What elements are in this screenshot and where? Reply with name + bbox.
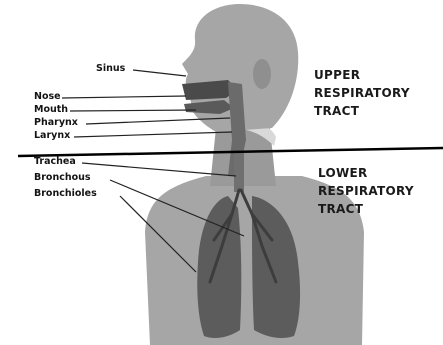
region-lower-line-1: LOWER — [318, 164, 414, 182]
label-trachea: Trachea — [34, 157, 76, 167]
ear — [253, 59, 271, 89]
label-mouth: Mouth — [34, 105, 68, 115]
region-upper-line-3: TRACT — [314, 102, 410, 120]
region-lower-line-3: TRACT — [318, 200, 414, 218]
label-larynx: Larynx — [34, 131, 70, 141]
label-bronchus: Bronchous — [34, 173, 91, 183]
leader-nose — [62, 96, 186, 98]
leader-sinus — [133, 70, 186, 76]
label-sinus: Sinus — [96, 64, 125, 74]
region-lower-line-2: RESPIRATORY — [318, 182, 414, 200]
region-upper-line-1: UPPER — [314, 66, 410, 84]
trachea-tube — [234, 150, 244, 192]
region-upper-line-2: RESPIRATORY — [314, 84, 410, 102]
label-pharynx: Pharynx — [34, 118, 78, 128]
leader-mouth — [70, 110, 196, 111]
region-label-lower: LOWER RESPIRATORY TRACT — [318, 164, 414, 218]
label-bronchioles: Bronchioles — [34, 189, 97, 199]
leader-larynx — [74, 132, 232, 137]
label-nose: Nose — [34, 92, 61, 102]
region-label-upper: UPPER RESPIRATORY TRACT — [314, 66, 410, 120]
